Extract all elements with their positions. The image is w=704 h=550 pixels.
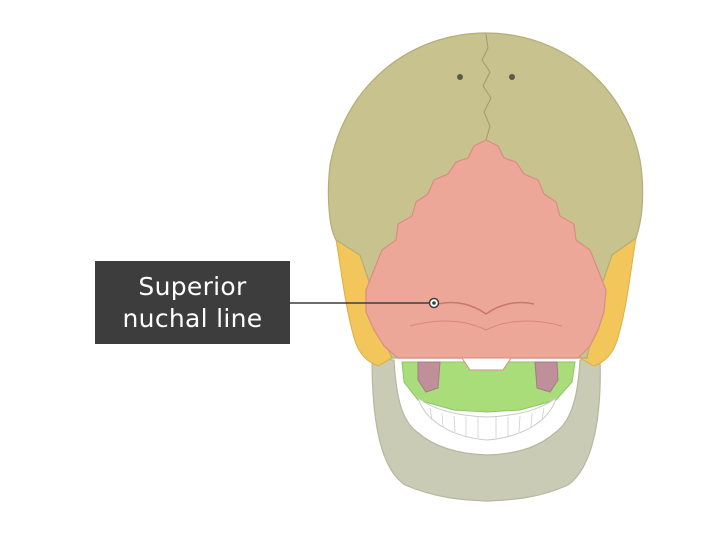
mandible [371, 357, 601, 502]
maxilla [401, 361, 576, 413]
label-line-1: Superior [138, 271, 247, 301]
superior-nuchal-line [437, 301, 535, 315]
parietal-foramen-left [457, 74, 463, 80]
label-line-2: nuchal line [122, 303, 263, 333]
parietal-foramen-right [509, 74, 515, 80]
foramen-magnum [461, 357, 512, 371]
structure-label: Superior nuchal line [95, 261, 290, 344]
pterygoid-left [417, 361, 441, 393]
sagittal-suture [481, 33, 492, 141]
teeth [417, 396, 557, 441]
tooth-lines [429, 407, 545, 438]
pterygoid-right [534, 361, 559, 393]
point-marker-center [432, 301, 436, 305]
inferior-nuchal-line [409, 320, 563, 331]
